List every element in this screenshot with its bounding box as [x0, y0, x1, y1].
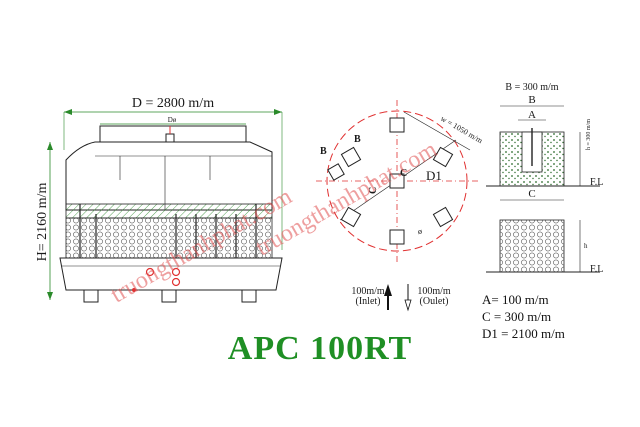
base-plate-left — [327, 163, 345, 181]
legend-a: A= 100 m/m — [482, 292, 549, 307]
plan-label-c1: C — [368, 187, 379, 194]
anchor-circle — [326, 110, 468, 252]
section-b-dim: B = 300 m/m — [505, 82, 558, 93]
base-plate-upper-left — [340, 146, 362, 168]
leg-1 — [83, 289, 99, 303]
model-title: APC 100RT — [227, 330, 413, 367]
lower-footing — [499, 219, 565, 273]
base-plate-top — [389, 117, 405, 133]
height-arrow-bottom — [47, 292, 53, 300]
base-plate-center — [389, 173, 405, 189]
drain-point — [132, 288, 136, 292]
base-plate-lower-left — [340, 206, 362, 228]
height-label: H= 2160 m/m — [35, 183, 50, 262]
inlet-arrow-head — [384, 284, 392, 296]
plan-label-c2: C — [400, 168, 407, 179]
leg-3 — [241, 289, 257, 303]
leg-2 — [161, 289, 177, 303]
pipe-legend: 100m/m (Inlet) 100m/m (Oulet) — [351, 284, 451, 312]
width-dim-arrow-left — [64, 109, 72, 115]
outlet-label: (Oulet) — [420, 296, 449, 307]
legend-c: C = 300 m/m — [482, 309, 552, 324]
plan-label-b1: B — [320, 146, 327, 157]
width-label: D = 2800 m/m — [132, 96, 214, 111]
section-h2-label: h — [584, 242, 588, 250]
outlet-size: 100m/m — [417, 286, 451, 297]
inlet-size: 100m/m — [351, 286, 385, 297]
w-label: w = 1050 m/m — [439, 114, 485, 146]
fan-deck-label: Dø — [168, 116, 177, 124]
fill-media — [65, 217, 273, 259]
body-ribs — [119, 156, 211, 210]
section-h-label: h = 300 m/m — [586, 119, 592, 150]
base-plate-bottom — [389, 229, 405, 245]
plan-label-b2: B — [354, 134, 361, 145]
fl-top: F.L — [590, 177, 603, 188]
front-view: D = 2800 m/m Dø H= 2160 m/m — [35, 96, 283, 303]
base-plate-upper-right — [432, 146, 454, 168]
tower-upper-body — [65, 141, 273, 211]
height-arrow-top — [47, 142, 53, 150]
plan-label-d1: D1 — [426, 168, 442, 183]
section-c-label: C — [528, 188, 535, 200]
legend-d1: D1 = 2100 m/m — [482, 326, 565, 341]
fl-bottom: F.L — [590, 264, 603, 275]
outlet-arrow-head — [404, 299, 412, 312]
section-a-label: A — [528, 109, 536, 121]
w-dim-line — [403, 111, 471, 151]
section-b-label: B — [528, 94, 535, 106]
plan-label-dia: ø — [418, 227, 422, 236]
inlet-nozzle-2 — [171, 267, 181, 277]
inlet-label: (Inlet) — [356, 296, 381, 307]
section-view: B = 300 m/m B A h = 300 m/m F.L C h F.L — [486, 82, 603, 275]
width-dim-arrow-right — [274, 109, 282, 115]
outlet-nozzle — [171, 277, 181, 287]
base-plate-lower-right — [432, 206, 454, 228]
support-struts — [79, 204, 257, 262]
inlet-nozzle-1 — [145, 267, 155, 277]
